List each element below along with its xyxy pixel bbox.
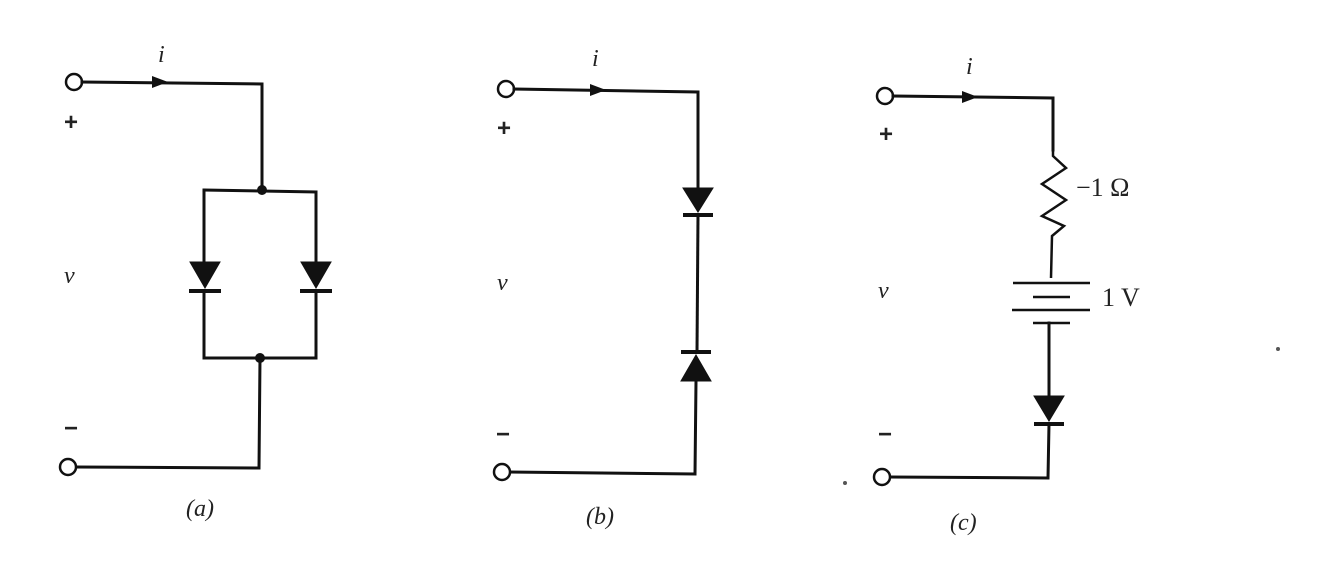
voltage-label-a: v: [64, 263, 75, 289]
terminal-bottom-b: [492, 462, 512, 482]
battery-label: 1 V: [1102, 283, 1140, 312]
resistor-label: −1 Ω: [1076, 173, 1130, 202]
junction-node-top-a: [257, 185, 267, 195]
diode-left-a-icon: [189, 261, 221, 290]
diode-c-icon: [1033, 395, 1065, 422]
voltage-label-b: v: [497, 270, 508, 296]
caption-c: (c): [950, 510, 977, 536]
terminal-bottom-a: [58, 457, 78, 477]
panel-b: i + v − (b): [492, 46, 714, 530]
wire-top-a: [80, 80, 264, 192]
wire-bottom-a: [74, 356, 262, 470]
terminal-top-c: [875, 86, 895, 106]
wire-top-b: [512, 87, 700, 192]
plus-sign-b: +: [497, 115, 511, 142]
print-speck: [1276, 347, 1280, 351]
wire-bottom-c: [888, 422, 1051, 480]
current-label-b: i: [592, 46, 599, 72]
diode-bottom-b-icon: [680, 353, 712, 382]
voltage-label-c: v: [878, 278, 889, 304]
minus-sign-a: −: [64, 415, 78, 442]
minus-sign-b: −: [496, 421, 510, 448]
current-label-a: i: [158, 42, 165, 68]
caption-b: (b): [586, 504, 614, 530]
terminal-top-b: [496, 79, 516, 99]
plus-sign-a: +: [64, 109, 78, 136]
caption-a: (a): [186, 496, 214, 522]
terminal-bottom-c: [872, 467, 892, 487]
minus-sign-c: −: [878, 421, 892, 448]
panel-c: i + v − −1 Ω 1 V (c): [843, 54, 1140, 536]
print-speck: [843, 481, 847, 485]
wire-bottom-b: [508, 379, 698, 476]
panel-a: i + v − (a): [58, 42, 332, 522]
resistor-icon: [1039, 150, 1069, 279]
current-arrow-icon: [152, 76, 168, 88]
terminal-top-a: [64, 72, 84, 92]
plus-sign-c: +: [879, 121, 893, 148]
current-arrow-icon: [962, 91, 978, 103]
current-label-c: i: [966, 54, 973, 80]
current-arrow-icon: [590, 84, 606, 96]
diode-right-a-icon: [300, 261, 332, 290]
wire-top-c: [891, 94, 1055, 152]
battery-icon: [1012, 281, 1090, 325]
diode-top-b-icon: [682, 187, 714, 213]
